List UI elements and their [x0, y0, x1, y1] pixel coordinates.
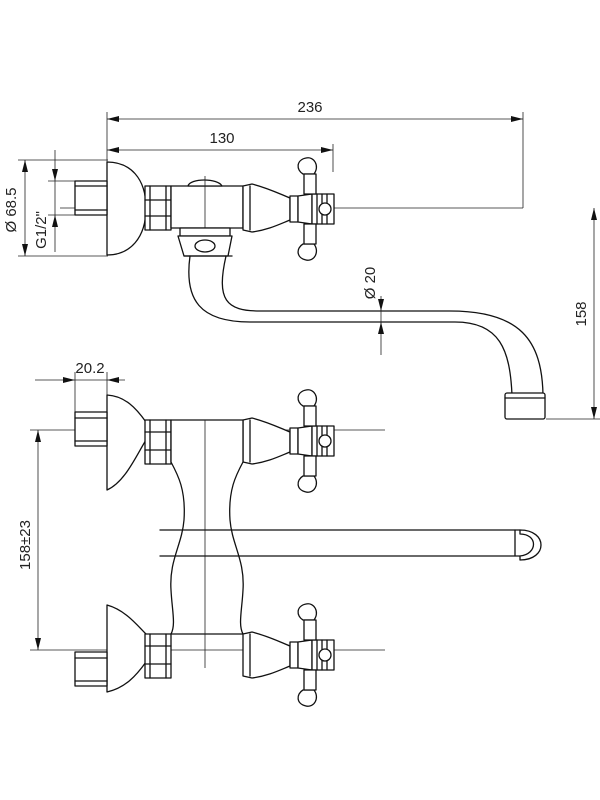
spout-front	[159, 529, 542, 561]
hex-nut	[144, 185, 172, 231]
front-elevation-view: 20.2 158±23	[17, 360, 542, 707]
dimension-flange-diameter: Ø 68.5	[3, 159, 108, 257]
valve-body	[170, 185, 244, 229]
spout-aerator	[504, 392, 546, 420]
dimension-inlet-offset-label: 20.2	[75, 360, 104, 377]
dimension-spout-height: 158	[546, 208, 600, 420]
lower-inlet-assembly	[74, 604, 291, 693]
dimension-flange-diameter-label: Ø 68.5	[3, 187, 20, 232]
cross-handle-upper-front	[289, 389, 335, 493]
cross-handle-top	[289, 157, 335, 261]
vertical-body	[170, 419, 244, 635]
inlet-pipe	[74, 180, 108, 216]
wall-flange	[106, 161, 147, 256]
dimension-130: 130	[107, 130, 334, 172]
dimension-spout-diameter-label: Ø 20	[362, 267, 379, 300]
cross-handle-lower-front	[289, 603, 335, 707]
spout-connector	[177, 227, 233, 257]
dimension-236-label: 236	[297, 99, 322, 116]
spout-outline	[188, 255, 544, 396]
dimension-centre-distance: 158±23	[17, 430, 41, 650]
dimension-thread: G1/2"	[33, 150, 75, 252]
dimension-spout-diameter: Ø 20	[362, 267, 384, 355]
dimension-centre-distance-label: 158±23	[17, 520, 34, 570]
upper-inlet-assembly	[74, 394, 291, 491]
side-elevation-view: 236 130 Ø 68.5 G1/2"	[3, 99, 600, 420]
dimension-spout-height-label: 158	[573, 301, 590, 326]
dimension-thread-label: G1/2"	[33, 211, 50, 249]
dimension-inlet-offset: 20.2	[35, 360, 125, 415]
dimension-236: 236	[106, 99, 524, 208]
dimension-130-label: 130	[209, 130, 234, 147]
